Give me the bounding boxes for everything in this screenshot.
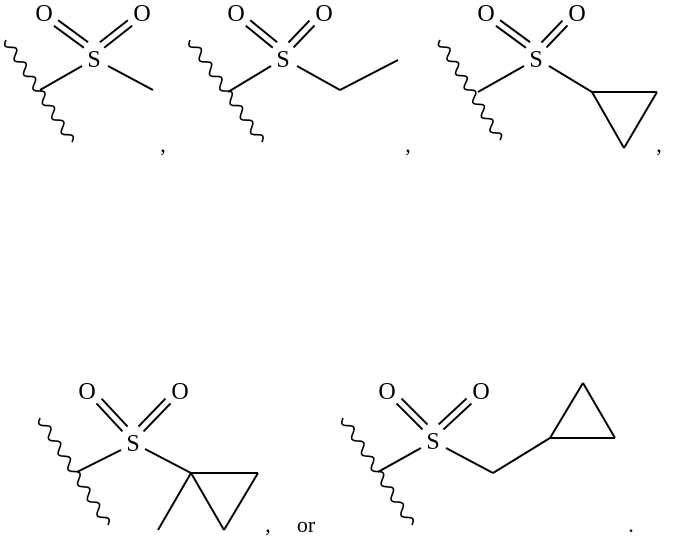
sulfur-atom-label: S: [276, 47, 289, 73]
bond: [145, 449, 191, 473]
oxygen-atom-label: O: [78, 379, 95, 405]
oxygen-atom-label: O: [35, 1, 52, 27]
bond: [550, 383, 583, 438]
oxygen-atom-label: O: [227, 1, 244, 27]
conjunction-or: or: [297, 512, 316, 537]
bond: [158, 473, 191, 530]
wavy-attachment-bond: [438, 40, 501, 140]
bond-to-attachment: [77, 450, 121, 472]
bond: [583, 383, 615, 438]
oxygen-atom-label: O: [472, 379, 489, 405]
punctuation: ,: [160, 132, 166, 157]
punctuation: ,: [265, 512, 271, 537]
structure-1-methylcyclopropylsulfonyl: O O S, or: [39, 379, 316, 537]
structure-cyclopropylsulfonyl: OOS,: [438, 1, 661, 157]
bond: [592, 92, 624, 148]
wavy-attachment-bond: [39, 418, 110, 525]
bond-to-attachment: [378, 448, 421, 472]
bond: [340, 60, 398, 90]
oxygen-atom-label: O: [568, 1, 585, 27]
sulfur-atom-label: S: [529, 47, 542, 73]
double-bond: [288, 21, 309, 43]
bond: [624, 92, 657, 148]
sulfur-atom-label: S: [87, 47, 100, 73]
double-bond: [250, 20, 277, 42]
wavy-attachment-bond: [189, 40, 263, 142]
bond: [549, 66, 592, 92]
bond-to-attachment: [40, 66, 82, 90]
oxygen-atom-label: O: [477, 1, 494, 27]
bond: [493, 438, 550, 473]
bond: [224, 473, 258, 530]
oxygen-atom-label: O: [378, 379, 395, 405]
punctuation: ,: [405, 132, 411, 157]
structure-cyclopropylmethylsulfonyl: O O S.: [342, 379, 634, 537]
bond-to-attachment: [228, 66, 271, 92]
oxygen-atom-label: O: [171, 379, 188, 405]
double-bond: [246, 26, 273, 48]
double-bond: [294, 25, 315, 47]
double-bond: [547, 25, 568, 47]
bond: [108, 66, 153, 90]
structure-ethylsulfonyl: OOS,: [189, 1, 411, 157]
structure-methylsulfonyl: O O S,: [5, 1, 166, 157]
bond: [191, 473, 224, 530]
double-bond: [541, 21, 562, 43]
punctuation: ,: [656, 132, 662, 157]
wavy-attachment-bond: [342, 418, 414, 525]
bond: [297, 66, 340, 90]
sulfur-atom-label: S: [426, 429, 439, 455]
oxygen-atom-label: O: [315, 1, 332, 27]
oxygen-atom-label: O: [133, 1, 150, 27]
wavy-attachment-bond: [5, 40, 74, 142]
bond-to-attachment: [478, 66, 524, 92]
sulfur-atom-label: S: [126, 431, 139, 457]
punctuation: .: [628, 512, 634, 537]
bond: [446, 448, 493, 473]
